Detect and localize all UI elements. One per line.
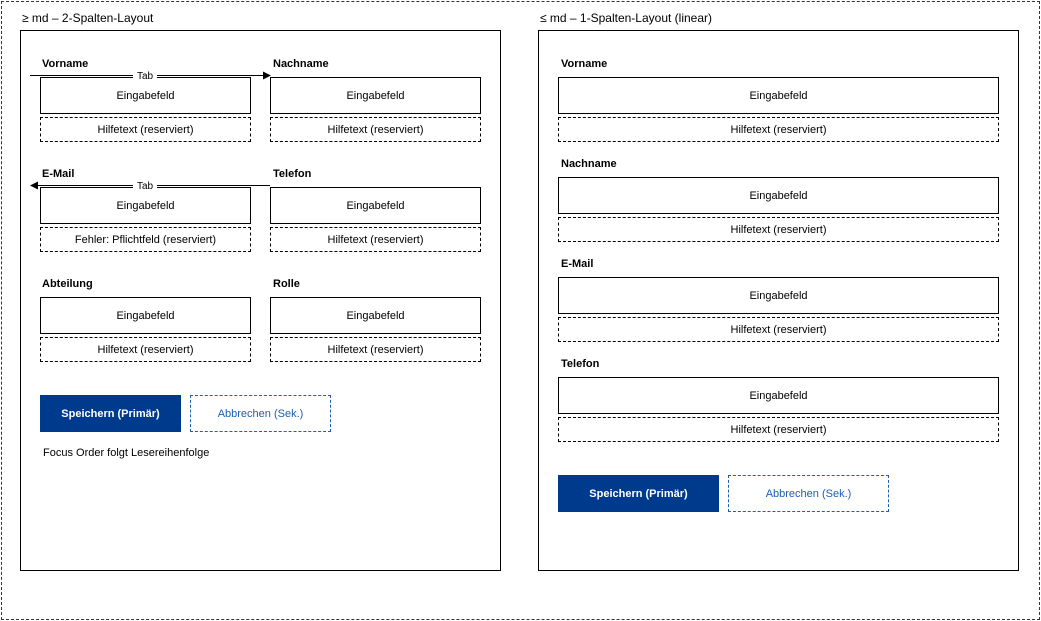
field-label-telefon-linear: Telefon (561, 358, 600, 370)
field-label-nachname: Nachname (273, 58, 329, 70)
two-col-title: ≥ md – 2-Spalten-Layout (22, 11, 154, 25)
help-rolle: Hilfetext (reserviert) (270, 337, 481, 362)
input-telefon[interactable]: Eingabefeld (270, 187, 481, 224)
input-nachname[interactable]: Eingabefeld (270, 77, 481, 114)
field-label-email-linear: E-Mail (561, 258, 594, 270)
input-abteilung[interactable]: Eingabefeld (40, 297, 251, 334)
field-label-nachname-linear: Nachname (561, 158, 617, 170)
help-vorname-linear: Hilfetext (reserviert) (558, 117, 999, 142)
field-label-abteilung: Abteilung (42, 278, 93, 290)
cancel-button[interactable]: Abbrechen (Sek.) (190, 395, 331, 432)
input-vorname[interactable]: Eingabefeld (40, 77, 251, 114)
cancel-button-linear[interactable]: Abbrechen (Sek.) (728, 475, 889, 512)
help-vorname: Hilfetext (reserviert) (40, 117, 251, 142)
field-label-email: E-Mail (42, 168, 75, 180)
help-abteilung: Hilfetext (reserviert) (40, 337, 251, 362)
save-button-linear[interactable]: Speichern (Primär) (558, 475, 719, 512)
focus-order-note: Focus Order folgt Lesereihenfolge (43, 447, 210, 459)
help-email-linear: Hilfetext (reserviert) (558, 317, 999, 342)
help-telefon: Hilfetext (reserviert) (270, 227, 481, 252)
help-nachname: Hilfetext (reserviert) (270, 117, 481, 142)
help-telefon-linear: Hilfetext (reserviert) (558, 417, 999, 442)
input-rolle[interactable]: Eingabefeld (270, 297, 481, 334)
one-col-title: ≤ md – 1-Spalten-Layout (linear) (540, 11, 713, 25)
input-vorname-linear[interactable]: Eingabefeld (558, 77, 999, 114)
save-button[interactable]: Speichern (Primär) (40, 395, 181, 432)
input-telefon-linear[interactable]: Eingabefeld (558, 377, 999, 414)
input-email-linear[interactable]: Eingabefeld (558, 277, 999, 314)
input-nachname-linear[interactable]: Eingabefeld (558, 177, 999, 214)
field-label-vorname-linear: Vorname (561, 58, 608, 70)
error-email: Fehler: Pflichtfeld (reserviert) (40, 227, 251, 252)
field-label-telefon: Telefon (273, 168, 312, 180)
field-label-rolle: Rolle (273, 278, 300, 290)
help-nachname-linear: Hilfetext (reserviert) (558, 217, 999, 242)
input-email[interactable]: Eingabefeld (40, 187, 251, 224)
field-label-vorname: Vorname (42, 58, 89, 70)
